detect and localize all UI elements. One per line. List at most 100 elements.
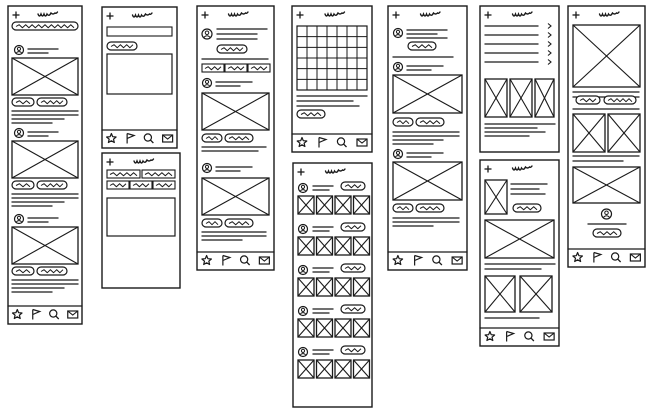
flag-icon[interactable] <box>414 254 424 266</box>
pill-button[interactable] <box>201 218 223 228</box>
magnifier-icon[interactable] <box>49 309 60 320</box>
pill-button[interactable] <box>392 203 414 213</box>
pill-button[interactable] <box>201 133 223 143</box>
tag-field[interactable] <box>224 63 248 73</box>
chevron-right-icon[interactable] <box>547 50 552 56</box>
plus-icon[interactable] <box>296 11 304 19</box>
calendar-grid[interactable] <box>296 25 368 91</box>
plus-icon[interactable] <box>297 168 305 176</box>
pill-button[interactable] <box>340 345 366 355</box>
title-input[interactable] <box>106 26 173 37</box>
flag-icon[interactable] <box>222 254 232 266</box>
menu-item[interactable] <box>484 32 552 38</box>
tag-field[interactable] <box>201 63 225 73</box>
tag-field[interactable] <box>152 180 176 190</box>
pill-button[interactable] <box>575 95 601 105</box>
flag-icon[interactable] <box>32 308 42 320</box>
magnifier-icon[interactable] <box>143 133 154 144</box>
menu-item[interactable] <box>484 23 552 29</box>
plus-icon[interactable] <box>106 158 114 166</box>
magnifier-icon[interactable] <box>524 331 535 342</box>
mail-icon[interactable] <box>67 310 79 319</box>
plus-icon[interactable] <box>392 11 400 19</box>
pill-button[interactable] <box>11 97 35 107</box>
star-icon[interactable] <box>201 254 212 266</box>
avatar-icon[interactable] <box>13 127 25 139</box>
plus-icon[interactable] <box>572 11 580 19</box>
media-upload-area[interactable] <box>106 197 176 237</box>
tag-field[interactable] <box>141 169 176 179</box>
avatar-icon[interactable] <box>392 27 404 39</box>
avatar-icon[interactable] <box>201 162 213 174</box>
avatar-icon[interactable] <box>392 61 404 73</box>
menu-item[interactable] <box>484 50 552 56</box>
avatar-icon[interactable] <box>13 44 25 56</box>
magnifier-icon[interactable] <box>610 252 622 263</box>
mail-icon[interactable] <box>258 256 270 265</box>
mail-icon[interactable] <box>162 134 174 143</box>
pill-button[interactable] <box>11 266 35 276</box>
avatar-icon[interactable] <box>297 264 309 276</box>
plus-icon[interactable] <box>484 11 492 19</box>
plus-icon[interactable] <box>484 165 492 173</box>
flag-icon[interactable] <box>126 132 136 144</box>
magnifier-icon[interactable] <box>336 137 347 148</box>
avatar-icon[interactable] <box>297 346 309 358</box>
pill-button[interactable] <box>592 228 622 238</box>
plus-icon[interactable] <box>12 11 20 19</box>
tag-field[interactable] <box>106 169 141 179</box>
media-upload-area[interactable] <box>106 53 173 95</box>
star-icon[interactable] <box>392 254 404 266</box>
magnifier-icon[interactable] <box>432 255 443 266</box>
pill-button[interactable] <box>512 203 542 213</box>
pill-button[interactable] <box>224 218 254 228</box>
tag-field[interactable] <box>247 63 271 73</box>
chevron-right-icon[interactable] <box>547 32 552 38</box>
pill-button[interactable] <box>224 133 254 143</box>
plus-icon[interactable] <box>106 12 114 20</box>
avatar-icon[interactable] <box>297 305 309 317</box>
flag-icon[interactable] <box>506 330 516 342</box>
pill-button[interactable] <box>36 266 68 276</box>
star-icon[interactable] <box>296 136 308 148</box>
pill-button[interactable] <box>36 97 68 107</box>
star-icon[interactable] <box>484 330 496 342</box>
star-icon[interactable] <box>11 308 23 320</box>
tag-field[interactable] <box>106 180 130 190</box>
star-icon[interactable] <box>572 251 584 263</box>
pill-button[interactable] <box>340 304 366 314</box>
mail-icon[interactable] <box>451 256 463 265</box>
pill-button[interactable] <box>603 95 637 105</box>
star-icon[interactable] <box>105 132 117 144</box>
pill-button[interactable] <box>340 263 366 273</box>
flag-icon[interactable] <box>593 251 603 263</box>
pill-button[interactable] <box>415 117 445 127</box>
pill-button[interactable] <box>340 181 366 191</box>
avatar-icon[interactable] <box>201 28 213 40</box>
mail-icon[interactable] <box>629 253 641 262</box>
avatar-icon[interactable] <box>600 208 613 220</box>
chevron-right-icon[interactable] <box>547 23 552 29</box>
pill-button[interactable] <box>11 180 35 190</box>
pill-button[interactable] <box>407 41 437 51</box>
pill-button[interactable] <box>11 21 79 31</box>
menu-item[interactable] <box>484 59 552 65</box>
avatar-icon[interactable] <box>13 213 25 225</box>
pill-button[interactable] <box>36 180 68 190</box>
pill-button[interactable] <box>340 222 366 232</box>
chevron-right-icon[interactable] <box>547 59 552 65</box>
tag-field[interactable] <box>129 180 153 190</box>
avatar-icon[interactable] <box>392 148 404 160</box>
flag-icon[interactable] <box>318 136 328 148</box>
pill-button[interactable] <box>216 44 248 54</box>
pill-button[interactable] <box>296 109 326 119</box>
magnifier-icon[interactable] <box>239 255 251 266</box>
chevron-right-icon[interactable] <box>547 41 552 47</box>
avatar-icon[interactable] <box>297 182 309 194</box>
plus-icon[interactable] <box>201 11 209 19</box>
mail-icon[interactable] <box>356 138 368 147</box>
menu-item[interactable] <box>484 41 552 47</box>
pill-button[interactable] <box>392 117 414 127</box>
avatar-icon[interactable] <box>201 77 213 89</box>
pill-button[interactable] <box>415 203 445 213</box>
